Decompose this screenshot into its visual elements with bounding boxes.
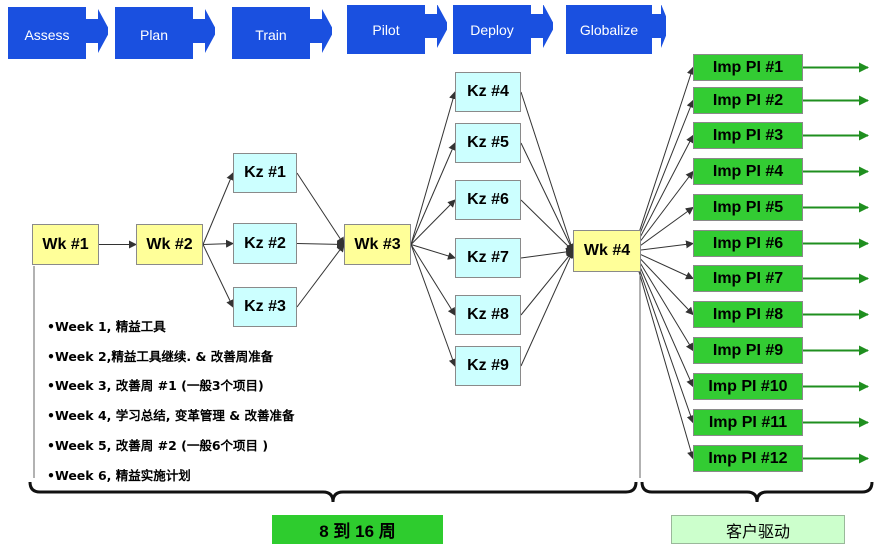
weekly-notes: •Week 1, 精益工具 •Week 2,精益工具继续. & 改善周准备 •W… bbox=[47, 312, 294, 490]
phase-label: Pilot bbox=[372, 22, 400, 38]
connector-kz3-wk3 bbox=[296, 243, 345, 308]
improvement-9: Imp PI #9 bbox=[693, 337, 803, 364]
phase-arrow-icon bbox=[453, 5, 553, 54]
connector-kz2-wk3 bbox=[296, 240, 345, 249]
workshop-2: Wk #2 bbox=[136, 224, 203, 265]
kaizen-9: Kz #9 bbox=[455, 346, 521, 386]
connector-wk3-kz9 bbox=[410, 244, 457, 367]
kaizen-3: Kz #3 bbox=[233, 287, 297, 327]
note-week-5: •Week 5, 改善周 #2 (一般6个项目 ) bbox=[47, 437, 269, 453]
note-week-4: •Week 4, 学习总结, 变革管理 & 改善准备 bbox=[47, 408, 295, 424]
connector-wk3-kz4 bbox=[410, 91, 457, 245]
connector-wk4-imp11 bbox=[632, 250, 695, 424]
connector-wk3-kz5 bbox=[410, 142, 456, 245]
kaizen-7: Kz #7 bbox=[455, 238, 521, 278]
workshop-4: Wk #4 bbox=[573, 230, 641, 272]
improvement-1: Imp PI #1 bbox=[693, 54, 803, 81]
improvement-5: Imp PI #5 bbox=[693, 194, 803, 221]
workshop-3: Wk #3 bbox=[344, 224, 411, 265]
connector-kz4-wk4 bbox=[520, 91, 575, 252]
customer-label: 客户驱动 bbox=[671, 515, 845, 544]
phase-label: Train bbox=[255, 27, 287, 43]
improvement-7: Imp PI #7 bbox=[693, 265, 803, 292]
connector-wk4-imp5 bbox=[632, 206, 694, 252]
improvement-4: Imp PI #4 bbox=[693, 158, 803, 185]
improvement-8: Imp PI #8 bbox=[693, 301, 803, 328]
connector-wk4-imp9 bbox=[632, 250, 694, 352]
connector-wk4-imp8 bbox=[632, 250, 694, 316]
note-week-1: •Week 1, 精益工具 bbox=[47, 319, 166, 334]
connector-wk2-kz1 bbox=[202, 172, 234, 245]
kaizen-1: Kz #1 bbox=[233, 153, 297, 193]
connector-wk4-imp1 bbox=[632, 66, 695, 252]
phase-arrow-icon bbox=[232, 7, 332, 59]
connector-wk3-kz7 bbox=[410, 244, 456, 260]
phase-label: Globalize bbox=[579, 22, 639, 38]
connector-wk4-imp6 bbox=[632, 240, 694, 252]
phase-arrow-icon bbox=[347, 5, 447, 54]
connector-wk2-kz2 bbox=[202, 239, 234, 248]
kaizen-2: Kz #2 bbox=[233, 223, 297, 264]
connector-wk4-imp10 bbox=[632, 250, 694, 388]
connector-kz7-wk4 bbox=[520, 247, 574, 259]
phase-arrow-icon bbox=[8, 7, 108, 59]
improvement-3: Imp PI #3 bbox=[693, 122, 803, 149]
connector-wk2-kz3 bbox=[202, 244, 234, 308]
improvement-6: Imp PI #6 bbox=[693, 230, 803, 257]
phase-label: Assess bbox=[24, 27, 70, 43]
connector-wk4-imp2 bbox=[632, 99, 695, 252]
duration-label: 8 到 16 周 bbox=[272, 515, 443, 544]
improvement-11: Imp PI #11 bbox=[693, 409, 803, 436]
improvement-12: Imp PI #12 bbox=[693, 445, 803, 472]
improvement-10: Imp PI #10 bbox=[693, 373, 803, 400]
connector-wk3-kz8 bbox=[410, 244, 456, 316]
connector-wk4-imp12 bbox=[632, 250, 695, 460]
connector-kz8-wk4 bbox=[520, 250, 574, 316]
workshop-1: Wk #1 bbox=[32, 224, 99, 265]
connector-wk4-imp4 bbox=[632, 170, 694, 252]
brace-weeks bbox=[28, 481, 638, 503]
connector-wk4-imp3 bbox=[632, 134, 694, 252]
phase-label: Deploy bbox=[470, 22, 514, 38]
connector-kz9-wk4 bbox=[520, 250, 574, 367]
brace-customer bbox=[640, 481, 874, 503]
phase-arrow-icon bbox=[566, 5, 666, 54]
phase-arrow-icon bbox=[115, 7, 215, 59]
kaizen-4: Kz #4 bbox=[455, 72, 521, 112]
kaizen-6: Kz #6 bbox=[455, 180, 521, 220]
connector-wk4-imp7 bbox=[632, 250, 694, 280]
note-week-6: •Week 6, 精益实施计划 bbox=[47, 467, 191, 483]
connector-kz5-wk4 bbox=[520, 142, 574, 252]
kaizen-5: Kz #5 bbox=[455, 123, 521, 163]
connector-wk3-kz6 bbox=[410, 199, 456, 245]
kaizen-8: Kz #8 bbox=[455, 295, 521, 335]
connector-kz1-wk3 bbox=[296, 172, 345, 246]
connector-kz6-wk4 bbox=[520, 199, 574, 252]
note-week-2: •Week 2,精益工具继续. & 改善周准备 bbox=[47, 348, 274, 364]
improvement-2: Imp PI #2 bbox=[693, 87, 803, 114]
phase-label: Plan bbox=[139, 27, 169, 43]
note-week-3: •Week 3, 改善周 #1 (一般3个项目) bbox=[47, 378, 264, 394]
